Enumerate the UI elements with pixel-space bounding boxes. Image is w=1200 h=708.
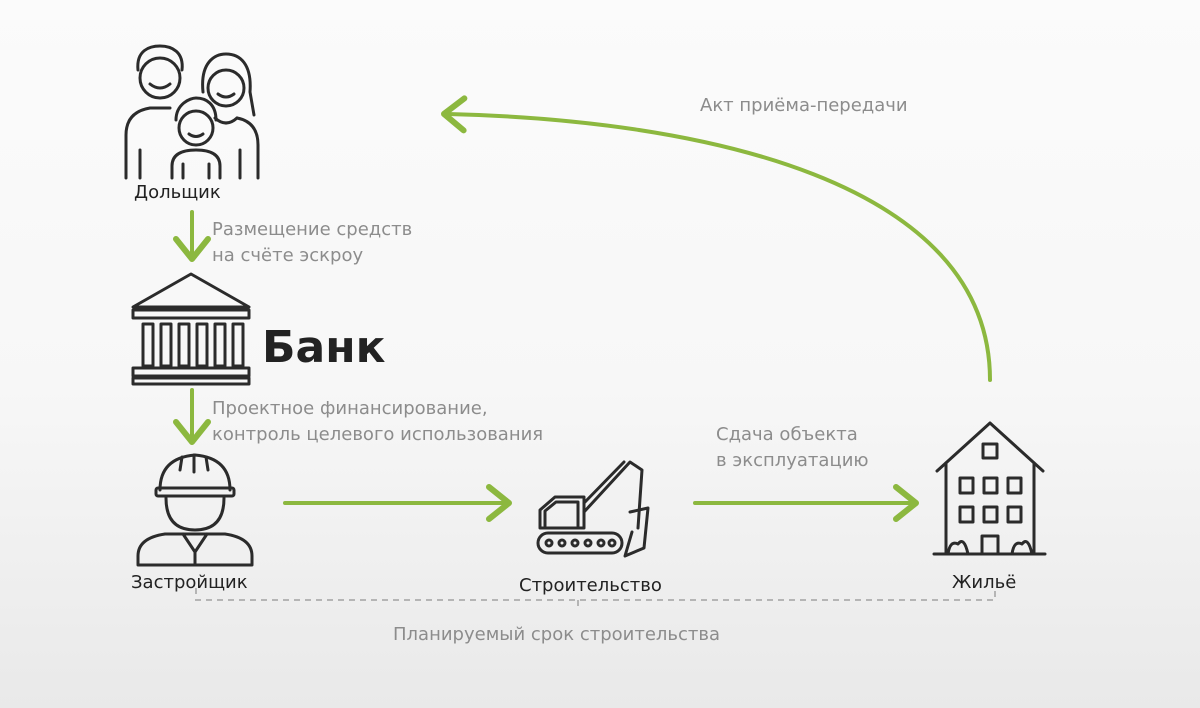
- family-icon: [124, 44, 260, 180]
- edge-label-financing: Проектное финансирование, контроль целев…: [212, 398, 544, 445]
- node-label-dolshik: Дольщик: [134, 182, 221, 203]
- house-icon: [932, 421, 1047, 556]
- node-label-bank: Банк: [262, 322, 386, 373]
- planned-term-label: Планируемый срок строительства: [393, 624, 721, 645]
- node-label-zhilye: Жильё: [952, 572, 1017, 593]
- bank-icon: [131, 272, 251, 386]
- excavator-icon: [536, 460, 650, 558]
- planned-term-bracket: [195, 588, 996, 610]
- edge-label-transfer: Акт приёма-передачи: [700, 95, 908, 116]
- builder-icon: [136, 453, 254, 567]
- edge-label-escrow: Размещение средств на счёте эскроу: [212, 219, 413, 266]
- node-label-zastroyshik: Застройщик: [131, 572, 248, 593]
- edge-label-commissioning: Сдача объекта в эксплуатацию: [716, 424, 869, 471]
- node-label-stroitelstvo: Строительство: [519, 575, 662, 596]
- arrow-transfer-act: [441, 95, 992, 382]
